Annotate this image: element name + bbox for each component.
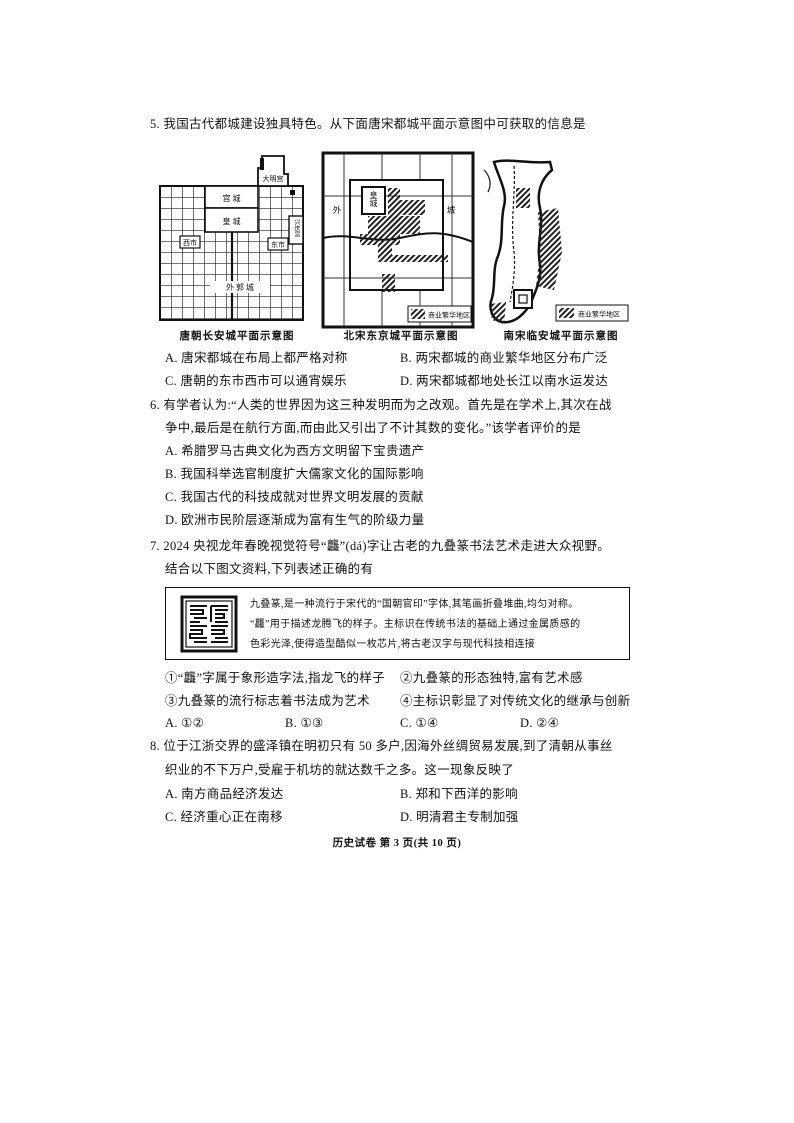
outer-city-label-bg bbox=[210, 281, 270, 293]
imperial-city-label: 皇 城 bbox=[223, 216, 241, 226]
commercial-area bbox=[378, 245, 392, 262]
q5-option-b: B. 两宋都城的商业繁华地区分布广泛 bbox=[400, 351, 608, 365]
linan-map-caption: 南宋临安城平面示意图 bbox=[503, 331, 619, 342]
palace-city-label: 宫 城 bbox=[223, 193, 241, 203]
palace-inner bbox=[518, 294, 528, 304]
q8-option-c: C. 经济重心正在南移 bbox=[165, 810, 283, 824]
daming-palace-label: 大明宫 bbox=[263, 174, 284, 183]
legend-label: 商业繁华地区 bbox=[578, 310, 620, 319]
q7-material-box: 九叠篆,是一种流行于宋代的“国朝官印”字体,其笔画折叠堆曲,均匀对称。 “龘”用… bbox=[165, 587, 630, 660]
legend-swatch bbox=[411, 309, 425, 319]
q5-option-d: D. 两宋都城都地处长江以南水运发达 bbox=[400, 374, 609, 388]
changan-map-caption: 唐朝长安城平面示意图 bbox=[179, 331, 295, 342]
outer-city-label-right: 城 bbox=[447, 205, 456, 215]
q7-option-c: C. ①④ bbox=[400, 716, 439, 730]
inner-city-wall bbox=[349, 179, 444, 291]
imperial-city-block bbox=[204, 207, 259, 233]
imperial-city-block bbox=[361, 186, 386, 215]
west-market-block bbox=[179, 235, 201, 249]
canal bbox=[509, 165, 516, 303]
q7-stem-line-1: 7. 2024 央视龙年春晚视觉符号“龘”(dá)字让古老的九叠篆书法艺术走进大… bbox=[150, 539, 611, 553]
q7-statement-3: ③九叠篆的流行标志着书法成为艺术 bbox=[165, 694, 370, 708]
daming-palace-mark bbox=[260, 158, 264, 170]
legend-swatch bbox=[559, 308, 574, 318]
commercial-area bbox=[516, 188, 530, 208]
q7-option-a: A. ①② bbox=[165, 716, 205, 730]
q5-option-a: A. 唐宋都城在布局上都严格对称 bbox=[165, 351, 348, 365]
dongjing-map: 皇城 外 城 商业繁华地区 bbox=[321, 151, 475, 329]
q6-option-c: C. 我国古代的科技成就对世界文明发展的贡献 bbox=[165, 490, 424, 504]
q5-stem: 5. 我国古代都城建设独具特色。从下面唐宋都城平面示意图中可获取的信息是 bbox=[150, 117, 586, 131]
dragon-seal-image bbox=[180, 595, 238, 653]
imperial-city-label: 皇城 bbox=[369, 190, 378, 208]
page-footer: 历史试卷 第 3 页(共 10 页) bbox=[332, 838, 462, 849]
q6-option-b: B. 我国科举选官制度扩大儒家文化的国际影响 bbox=[165, 467, 424, 481]
map-mark bbox=[290, 190, 295, 195]
q7-statement-2: ②九叠篆的形态独特,富有艺术感 bbox=[400, 671, 583, 685]
q7-option-d: D. ②④ bbox=[520, 716, 560, 730]
changan-map: 大明宫 宫 城 皇 城 兴庆宫 西市 东市 外 郭 城 bbox=[159, 155, 304, 321]
commercial-area bbox=[368, 216, 420, 234]
west-market-label: 西市 bbox=[183, 238, 197, 247]
outer-city-label-left: 外 bbox=[333, 205, 342, 215]
q8-stem-line-2: 织业的不下万户,受雇于机坊的就达数千之多。这一现象反映了 bbox=[165, 763, 515, 777]
q7-stem-line-2: 结合以下图文资料,下列表述正确的有 bbox=[165, 562, 374, 576]
east-market-label: 东市 bbox=[271, 240, 285, 249]
q6-stem-line-2: 争中,最后是在航行方面,而由此又引出了不计其数的变化。”该学者评价的是 bbox=[165, 421, 582, 435]
q7-option-b: B. ①③ bbox=[285, 716, 324, 730]
outer-city-label: 外 郭 城 bbox=[226, 282, 254, 292]
q6-stem-line-1: 6. 有学者认为:“人类的世界因为这三种发明而为之改观。首先是在学术上,其次在战 bbox=[150, 398, 612, 412]
q8-option-d: D. 明清君主专制加强 bbox=[400, 810, 519, 824]
linan-map: 商业繁华地区 bbox=[483, 159, 629, 324]
commercial-area bbox=[536, 208, 562, 290]
xingqing-palace-label: 兴庆宫 bbox=[293, 218, 300, 238]
dongjing-map-caption: 北宋东京城平面示意图 bbox=[343, 331, 459, 342]
commercial-area bbox=[360, 234, 388, 245]
east-market-block bbox=[267, 237, 289, 251]
q6-option-a: A. 希腊罗马古典文化为西方文明留下宝贵遗产 bbox=[165, 444, 425, 458]
q8-stem-line-1: 8. 位于江浙交界的盛泽镇在明初只有 50 多户,因海外丝绸贸易发展,到了清朝从… bbox=[150, 739, 613, 753]
q6-option-d: D. 欧洲市民阶层逐渐成为富有生气的阶级力量 bbox=[165, 513, 425, 527]
daming-palace-block bbox=[257, 155, 289, 187]
commercial-area bbox=[382, 274, 395, 292]
q7-statement-4: ④主标识彰显了对传统文化的继承与创新 bbox=[400, 694, 631, 708]
q7-material-line-2: “龘”用于描述龙腾飞的样子。主标识在传统书法的基础上通过金属质感的 bbox=[250, 619, 581, 630]
q7-statement-1: ①“龘”字属于象形造字法,指龙飞的样子 bbox=[165, 671, 385, 685]
q8-option-b: B. 郑和下西洋的影响 bbox=[400, 787, 518, 801]
commercial-area bbox=[400, 200, 425, 215]
q5-option-c: C. 唐朝的东市西市可以通宵娱乐 bbox=[165, 374, 347, 388]
commercial-area bbox=[392, 255, 448, 262]
legend-label: 商业繁华地区 bbox=[428, 311, 470, 320]
xingqing-palace-block bbox=[288, 215, 304, 245]
commercial-area bbox=[490, 302, 506, 324]
lake-shore bbox=[483, 169, 491, 193]
palace-block bbox=[513, 289, 533, 309]
q7-material-line-1: 九叠篆,是一种流行于宋代的“国朝官印”字体,其笔画折叠堆曲,均匀对称。 bbox=[250, 599, 579, 610]
q7-material-line-3: 色彩光泽,使得造型酷似一枚芯片,将古老汉字与现代科技相连接 bbox=[250, 639, 536, 650]
q8-option-a: A. 南方商品经济发达 bbox=[165, 787, 284, 801]
